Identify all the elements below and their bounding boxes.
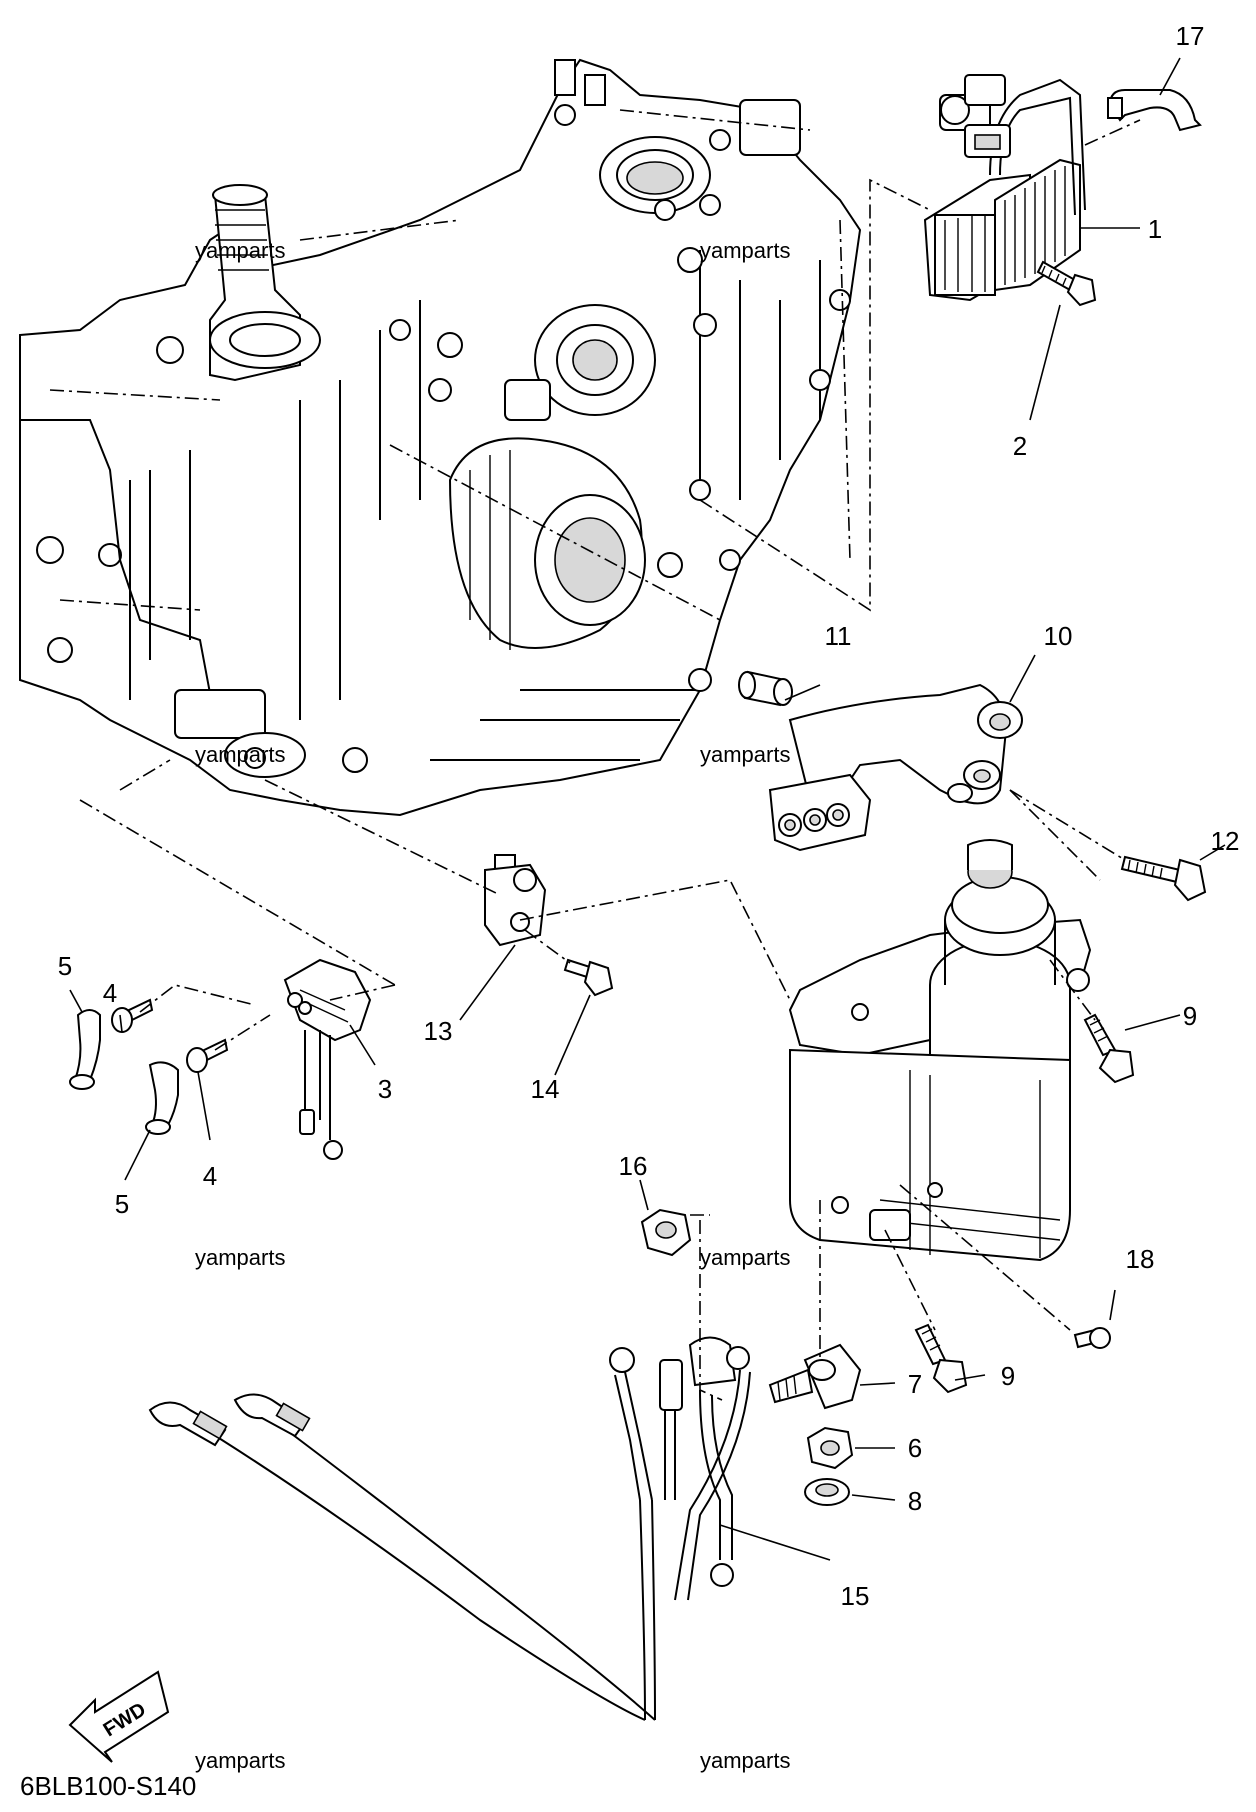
watermark-text: yamparts bbox=[700, 1245, 790, 1270]
callout-2: 2 bbox=[1013, 431, 1027, 461]
callout-11: 11 bbox=[825, 621, 852, 651]
callout-3: 3 bbox=[378, 1074, 392, 1104]
callout-6: 6 bbox=[908, 1433, 922, 1463]
leader-lines bbox=[69, 57, 1226, 1561]
assembly-lines bbox=[79, 119, 1141, 1401]
watermarks: yamparts yamparts yamparts yamparts yamp… bbox=[195, 238, 790, 1773]
watermark-text: yamparts bbox=[195, 1748, 285, 1773]
callout-1: 1 bbox=[1148, 214, 1162, 244]
callout-5-upper: 5 bbox=[58, 951, 72, 981]
watermark-text: yamparts bbox=[195, 1245, 285, 1270]
callout-5-lower: 5 bbox=[115, 1189, 129, 1219]
callout-9-upper: 9 bbox=[1183, 1001, 1197, 1031]
watermark-text: yamparts bbox=[195, 742, 285, 767]
callout-4-upper: 4 bbox=[103, 978, 117, 1008]
nut-16 bbox=[640, 1208, 692, 1257]
callout-18: 18 bbox=[1126, 1244, 1155, 1274]
callout-4-lower: 4 bbox=[203, 1161, 217, 1191]
bolt-9-upper bbox=[1083, 1013, 1135, 1084]
wire-clamp bbox=[1107, 89, 1202, 132]
screw-4-lower bbox=[186, 1038, 229, 1073]
wire-harness-15 bbox=[148, 1336, 751, 1721]
collar-11 bbox=[738, 670, 793, 707]
watermark-text: yamparts bbox=[700, 238, 790, 263]
callout-14: 14 bbox=[531, 1074, 560, 1104]
callout-16: 16 bbox=[619, 1151, 648, 1181]
screw-4-upper bbox=[111, 998, 154, 1033]
cap-5-lower bbox=[145, 1061, 179, 1135]
engine-block-illustration bbox=[19, 58, 862, 817]
cap-5-upper bbox=[69, 1009, 101, 1090]
callout-12: 12 bbox=[1211, 826, 1240, 856]
callout-9-lower: 9 bbox=[1001, 1361, 1015, 1391]
callout-7: 7 bbox=[908, 1369, 922, 1399]
bracket-10 bbox=[768, 683, 1023, 852]
callout-17: 17 bbox=[1176, 21, 1205, 51]
bracket-13 bbox=[484, 854, 547, 947]
washer-8 bbox=[804, 1478, 850, 1506]
screw-18 bbox=[1073, 1327, 1111, 1349]
terminal-7 bbox=[768, 1343, 862, 1410]
watermark-text: yamparts bbox=[700, 1748, 790, 1773]
bolt-12 bbox=[1120, 855, 1207, 902]
callout-10: 10 bbox=[1044, 621, 1073, 651]
fwd-arrow: FWD bbox=[68, 1670, 170, 1763]
callout-8: 8 bbox=[908, 1486, 922, 1516]
starter-motor bbox=[788, 839, 1092, 1262]
diagram-code: 6BLB100-S140 bbox=[20, 1771, 196, 1801]
bolt-14 bbox=[563, 958, 614, 997]
callout-15: 15 bbox=[841, 1581, 870, 1611]
rectifier-regulator bbox=[923, 74, 1086, 302]
relay-3 bbox=[283, 958, 372, 1160]
callout-13: 13 bbox=[424, 1016, 453, 1046]
bolt-2 bbox=[1036, 260, 1097, 307]
callout-numbers: 17 1 2 11 10 12 9 4 5 13 3 14 4 5 16 18 … bbox=[58, 21, 1240, 1611]
nut-6 bbox=[806, 1426, 854, 1470]
bolt-9-lower bbox=[914, 1323, 968, 1394]
watermark-text: yamparts bbox=[195, 238, 285, 263]
watermark-text: yamparts bbox=[700, 742, 790, 767]
